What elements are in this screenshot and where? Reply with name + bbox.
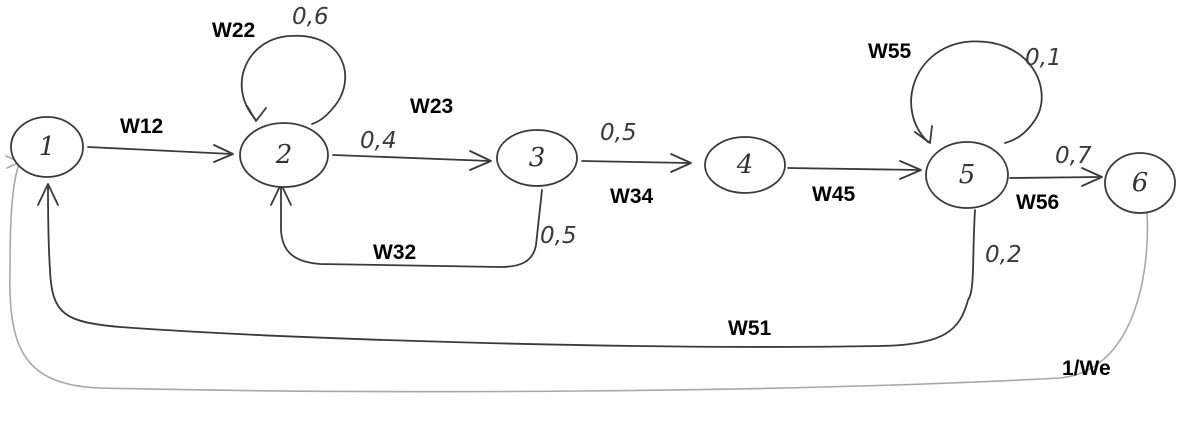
edge-w34 [581,160,691,164]
edge-w45-arrowhead [899,160,922,180]
label-w55: W55 [868,40,912,63]
node-3: 3 [496,129,578,187]
edge-w55 [910,40,1043,144]
label-w23: W23 [410,95,453,118]
edge-w34-arrowhead [670,153,692,173]
prob-w51: 0,2 [985,242,1022,268]
node-5-label: 5 [959,160,976,190]
prob-w56: 0,7 [1055,143,1092,169]
node-1: 1 [10,116,84,178]
edge-w22 [240,35,347,125]
prob-w55: 0,1 [1025,45,1062,71]
edge-w22-arrowhead [246,105,267,122]
node-4: 4 [704,136,786,194]
prob-w22: 0,6 [292,4,329,30]
node-2-label: 2 [275,140,293,170]
edge-w32 [280,184,543,268]
edge-w12 [87,146,233,155]
label-w12: W12 [120,115,163,138]
prob-w34: 0,5 [600,120,637,146]
edge-w45 [787,167,921,171]
edge-w23-arrowhead [469,150,492,171]
label-w45: W45 [812,183,856,206]
edge-w56-arrowhead [1081,167,1103,187]
node-3-label: 3 [529,143,546,173]
node-2: 2 [239,122,329,188]
node-1-label: 1 [39,132,56,162]
label-w51: W51 [728,317,772,340]
edge-w61 [9,161,1149,393]
prob-w23: 0,4 [360,128,397,154]
node-4-label: 4 [736,150,754,180]
edge-w23 [332,154,491,162]
label-w56: W56 [1016,191,1059,214]
node-6-label: 6 [1132,168,1149,198]
edge-w51 [47,184,976,348]
edge-w55-arrowhead [914,125,933,144]
label-w61: 1/We [1062,357,1111,380]
label-w32: W32 [373,241,416,264]
node-6: 6 [1104,152,1176,214]
node-5: 5 [925,141,1009,209]
label-w34: W34 [610,185,654,208]
edge-w51-arrowhead [37,183,59,206]
label-w22: W22 [212,19,255,42]
edge-w56 [1009,176,1101,179]
edge-w12-arrowhead [213,144,234,163]
prob-w32: 0,5 [540,223,577,249]
